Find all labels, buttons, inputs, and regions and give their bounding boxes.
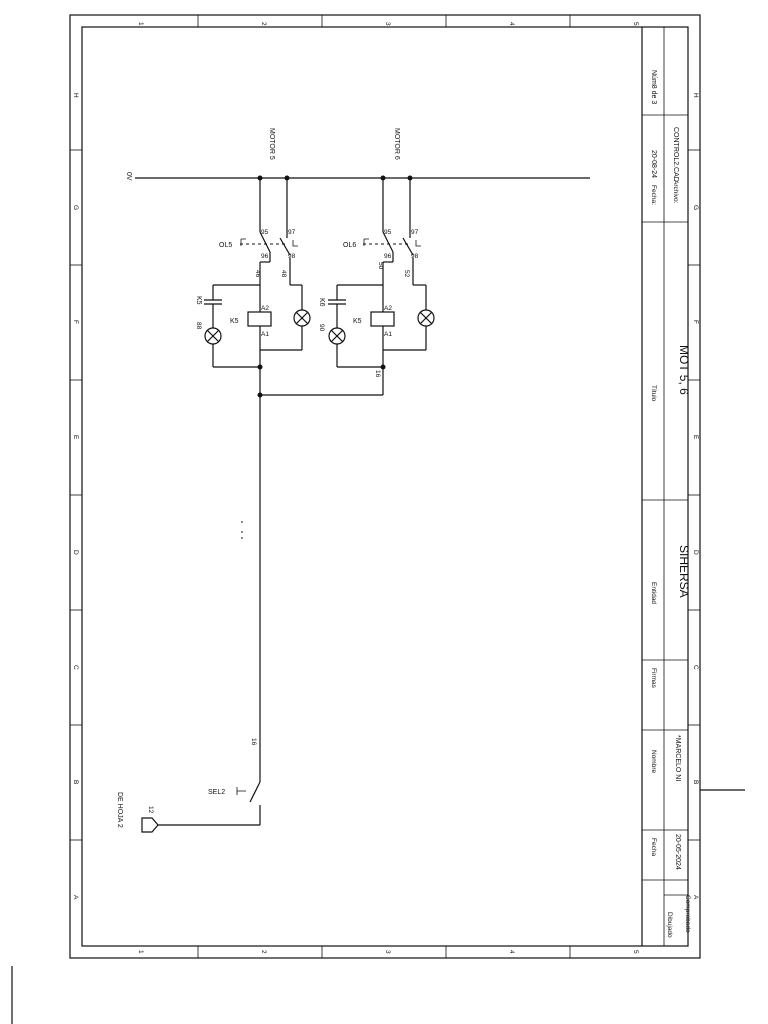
wire-52: 52 [403, 270, 410, 278]
row-label-right-C: C [692, 665, 699, 670]
column-markers: 1 2 3 4 5 1 2 3 4 5 [137, 15, 639, 958]
row-label-left-F: F [72, 320, 79, 324]
ol6-96: 96 [384, 253, 392, 260]
title-block: Núm8 de 3 Fecha: 20-08-24 Archivo: CONTR… [641, 27, 691, 946]
from-sheet-label: DE HOJA 2 [116, 792, 123, 828]
row-label-right-F: F [692, 320, 699, 324]
coil6-label: K5 [353, 318, 362, 325]
wire-16-m6: 16 [374, 370, 381, 378]
supply-label: 0V [125, 172, 132, 181]
dibujado-label: Dibujado [666, 912, 673, 938]
outer-frame [69, 14, 701, 959]
row-label-right-A: A [692, 895, 699, 900]
wire-16-main: 16 [250, 738, 257, 746]
coil5-a2: A2 [261, 305, 269, 312]
row-label-right-G: G [692, 205, 699, 210]
wire-46: 46 [254, 270, 261, 278]
ol6-97: 97 [411, 229, 419, 236]
ol5-95: 95 [261, 229, 269, 236]
row-label-left-A: A [72, 895, 79, 900]
motor5-label: MOTOR 5 [268, 128, 275, 160]
row-label-right-B: B [692, 780, 699, 784]
schematic: 0V MOTOR 5 MOTOR 6 OL5 95 96 97 98 [116, 128, 590, 833]
off-sheet-connector: 12 DE HOJA 2 [116, 792, 159, 833]
wire-12: 12 [147, 806, 154, 814]
ol6-95: 95 [384, 229, 392, 236]
sel2-label: SEL2 [208, 789, 225, 796]
titulo-value: MOT 5, 6 [677, 345, 691, 395]
row-label-left-D: D [72, 550, 79, 555]
fecha-value: 20-08-24 [650, 150, 657, 178]
col-label-bottom-2: 2 [260, 950, 267, 954]
fecha2-label: Fecha [650, 838, 657, 856]
col-label-bottom-1: 1 [137, 950, 144, 954]
nombre-value: *MARCELO NI [674, 735, 681, 781]
coil6-a2: A2 [384, 305, 392, 312]
archivo-value: CONTROL2.CAD [672, 127, 679, 182]
coil6-contact-label: K6 [318, 298, 325, 307]
ol6-98: 98 [411, 253, 419, 260]
coil6-a1: A1 [384, 331, 392, 338]
row-label-left-G: G [72, 205, 79, 210]
col-label-top-2: 2 [260, 22, 267, 26]
coil-k6 [370, 311, 395, 327]
row-label-left-C: C [72, 665, 79, 670]
col-label-top-1: 1 [137, 22, 144, 26]
wire-50: 50 [377, 262, 384, 270]
nombre-label: Nombre [650, 750, 657, 774]
ol5-96: 96 [261, 253, 269, 260]
coil5-contact-label: K5 [195, 296, 202, 305]
motor6-branch: OL6 95 96 97 98 50 52 A2 A1 K5 K6 [318, 175, 435, 378]
coil5-label: K5 [230, 318, 239, 325]
row-label-left-H: H [72, 93, 79, 98]
col-label-top-4: 4 [508, 22, 515, 26]
row-label-right-H: H [692, 93, 699, 98]
ol5-97: 97 [288, 229, 296, 236]
wire-90: 90 [318, 324, 325, 332]
coil-k5 [247, 311, 272, 327]
sheet-number: Núm8 de 3 [650, 70, 657, 104]
entidad-label: Entidad [650, 582, 657, 604]
coil5-a1: A1 [261, 331, 269, 338]
row-label-right-E: E [692, 435, 699, 440]
col-label-bottom-4: 4 [508, 950, 515, 954]
row-markers: H G F E D C B A H G F E D C B A [70, 93, 700, 900]
ol6-label: OL6 [343, 242, 356, 249]
row-label-right-D: D [692, 550, 699, 555]
ol5-label: OL5 [219, 242, 232, 249]
motor6-label: MOTOR 6 [393, 128, 400, 160]
archivo-label: Archivo: [672, 180, 679, 204]
sel2-switch: SEL2 [208, 781, 261, 825]
wire-48: 48 [280, 270, 287, 278]
fecha2-value: 20-05-2024 [674, 834, 681, 870]
wire-88: 88 [195, 322, 202, 330]
col-label-bottom-3: 3 [384, 950, 391, 954]
fecha-label: Fecha: [650, 185, 657, 205]
titulo-label: Título [650, 385, 657, 402]
inner-frame [81, 26, 689, 947]
row-label-left-B: B [72, 780, 79, 784]
entidad-value: SIHERSA [677, 545, 691, 598]
row-label-left-E: E [72, 435, 79, 440]
ol5-98: 98 [288, 253, 296, 260]
motor5-branch: OL5 95 96 97 98 46 48 A2 A1 K5 K5 [195, 175, 311, 370]
comprobado-label: Comprobado [684, 895, 691, 933]
col-label-bottom-5: 5 [632, 950, 639, 954]
col-label-top-3: 3 [384, 22, 391, 26]
col-label-top-5: 5 [632, 22, 639, 26]
firmas-label: Firmas [650, 668, 657, 689]
